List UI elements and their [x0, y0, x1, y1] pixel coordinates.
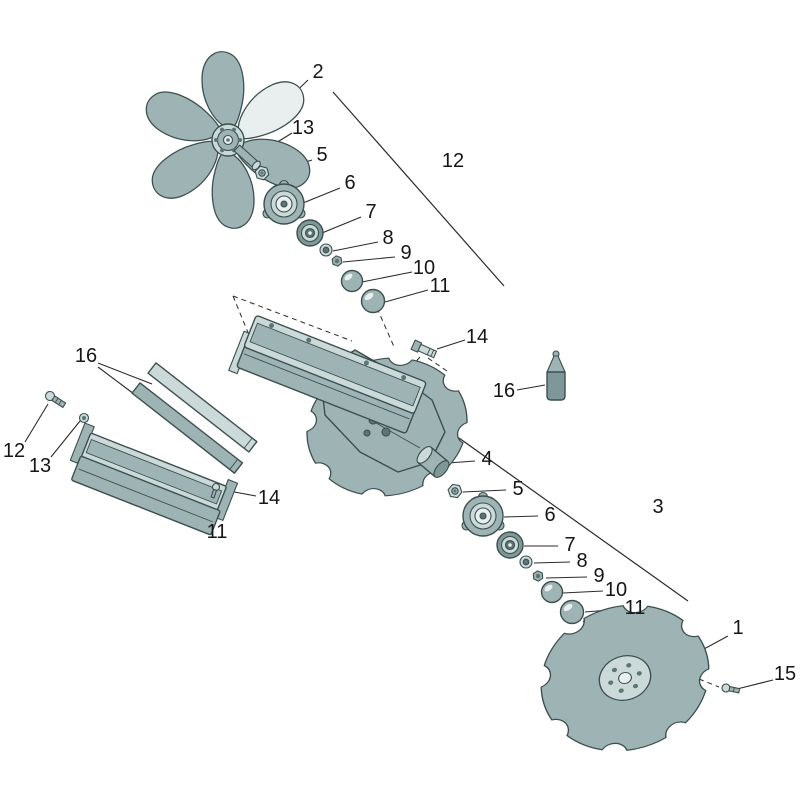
- label-part-8-top: 8: [382, 227, 393, 249]
- finger-wheel: [137, 48, 319, 232]
- wheel-hub: [211, 123, 245, 157]
- label-part-16-right: 16: [493, 380, 515, 402]
- label-group-3: 3: [652, 496, 663, 518]
- bottom-hub-chain: [416, 446, 585, 625]
- top-hub-chain: [253, 164, 386, 314]
- label-part-8-bottom: 8: [576, 550, 587, 572]
- bolt-14-top: [410, 339, 438, 359]
- square-tube-upper: [147, 362, 258, 453]
- label-part-5-top: 5: [316, 144, 327, 166]
- label-part-9-bottom: 9: [593, 565, 604, 587]
- group-line-12: [332, 91, 505, 287]
- washer-13-left: [78, 412, 90, 424]
- grease-fitting: [546, 350, 566, 401]
- spacer-bush-4: [416, 446, 450, 478]
- label-part-14-top: 14: [466, 326, 488, 348]
- label-part-14-middle: 14: [258, 487, 280, 509]
- label-part-11-left: 11: [207, 521, 228, 543]
- pin-14-middle: [210, 482, 221, 499]
- label-part-10-top: 10: [413, 257, 435, 279]
- label-part-10-bottom: 10: [605, 579, 627, 601]
- label-part-5-bottom: 5: [512, 478, 523, 500]
- dust-cap-outer-bottom: [559, 599, 585, 625]
- washer-bottom: [519, 555, 533, 569]
- group-line-3: [458, 437, 689, 602]
- group-bracket-lines: [332, 91, 689, 602]
- label-part-2: 2: [312, 61, 323, 83]
- callout-labels: 2 13 5 6 7 8 9 10 11 12 14 16 16 12 13 1…: [3, 61, 796, 685]
- washer-top: [319, 243, 333, 257]
- left-bracket-lower-bar: [71, 455, 221, 536]
- frame-bar-upper: [243, 315, 427, 414]
- dust-cap-inner-bottom: [540, 580, 564, 604]
- label-part-13-left: 13: [29, 455, 51, 477]
- bolt-12-left: [44, 390, 67, 408]
- label-part-12-left: 12: [3, 440, 25, 462]
- slotted-nut-bottom: [446, 483, 464, 499]
- label-part-1: 1: [732, 617, 743, 639]
- dust-cap-inner-top: [340, 269, 364, 293]
- label-part-15: 15: [774, 663, 796, 685]
- label-part-7-top: 7: [365, 201, 376, 223]
- label-part-6-bottom: 6: [544, 504, 555, 526]
- bolt-15: [721, 683, 741, 694]
- label-group-12: 12: [442, 150, 464, 172]
- label-part-16-left: 16: [75, 345, 97, 367]
- label-part-9-top: 9: [400, 242, 411, 264]
- label-part-11-top: 11: [430, 275, 451, 297]
- locknut-bottom: [530, 569, 546, 583]
- wheel-shaft: [233, 144, 261, 171]
- locknut-top: [330, 254, 344, 268]
- bearing-bottom: [496, 531, 524, 559]
- notched-disc-blade: [521, 583, 729, 773]
- dust-cap-outer-top: [360, 288, 386, 314]
- square-tube-lower: [131, 382, 244, 474]
- label-part-4: 4: [481, 448, 492, 470]
- label-part-13-top: 13: [292, 117, 314, 139]
- label-part-7-bottom: 7: [564, 534, 575, 556]
- bearing-top: [296, 219, 324, 247]
- flange-housing-bottom: [461, 491, 505, 537]
- label-part-11-bottom: 11: [625, 597, 646, 619]
- label-part-6-top: 6: [344, 172, 355, 194]
